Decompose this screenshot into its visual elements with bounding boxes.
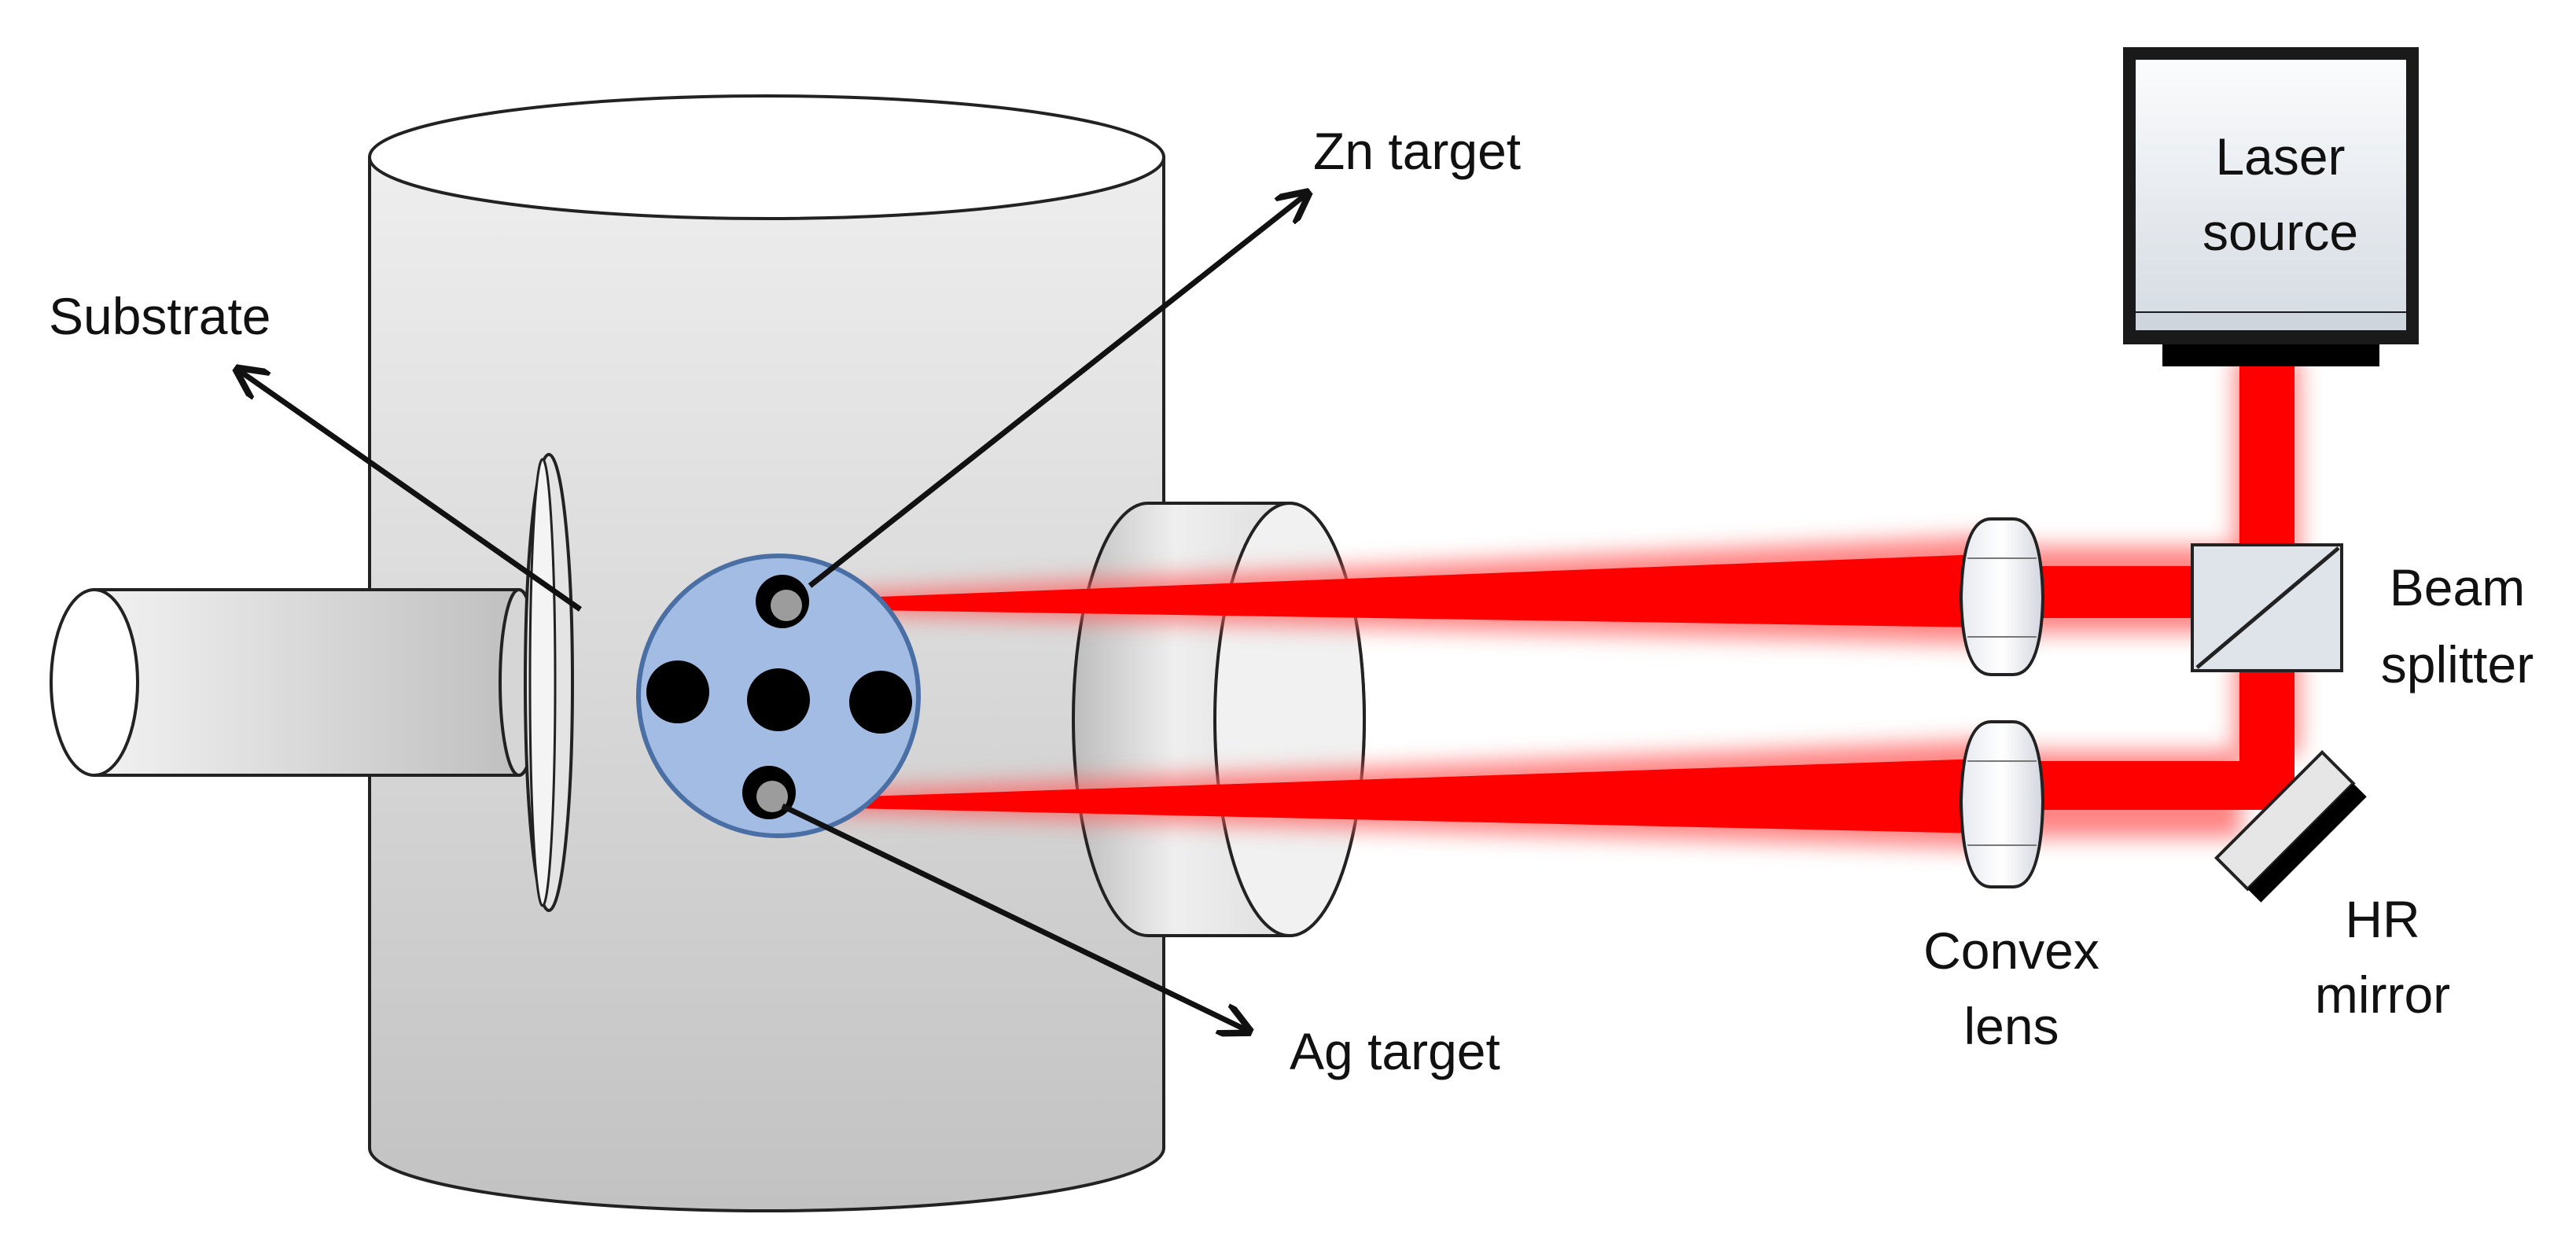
laser-source xyxy=(2123,47,2419,366)
label-laser-source-line1: Laser xyxy=(2215,127,2345,186)
label-substrate: Substrate xyxy=(49,287,271,345)
hr-mirror xyxy=(2214,749,2367,903)
target-dot-left xyxy=(646,660,709,723)
substrate-arrow xyxy=(240,371,583,612)
substrate-holder-tube xyxy=(50,588,540,777)
label-hr-mirror-line2: mirror xyxy=(2315,966,2450,1024)
ag-target-arrow xyxy=(781,803,1246,1030)
target-holder xyxy=(636,554,921,838)
beam-splitter xyxy=(2191,543,2343,672)
chamber-viewport xyxy=(1072,502,1366,937)
laser-beam-horizontal-bottom xyxy=(2013,761,2294,810)
zn-target-arrow xyxy=(808,195,1305,588)
label-zn-target: Zn target xyxy=(1313,122,1521,180)
convex-lens-top xyxy=(1959,517,2045,676)
target-dot-center xyxy=(747,668,810,731)
label-hr-mirror-line1: HR xyxy=(2345,890,2420,948)
label-ag-target: Ag target xyxy=(1290,1022,1500,1080)
callout-arrows xyxy=(240,195,1305,1030)
target-dot-right xyxy=(849,671,912,734)
convex-lens-bottom xyxy=(1959,720,2045,888)
labels: Substrate Zn target Ag target Laser sour… xyxy=(49,122,2534,1080)
label-beam-splitter-line1: Beam xyxy=(2390,558,2525,616)
label-laser-source-line2: source xyxy=(2202,203,2358,261)
focused-beam-ag xyxy=(818,759,1982,833)
substrate-plate xyxy=(524,453,574,912)
label-convex-lens-line1: Convex xyxy=(1923,921,2099,980)
label-beam-splitter-line2: splitter xyxy=(2381,635,2534,693)
label-convex-lens-line2: lens xyxy=(1963,997,2059,1055)
focused-beam-zn xyxy=(818,554,1982,627)
